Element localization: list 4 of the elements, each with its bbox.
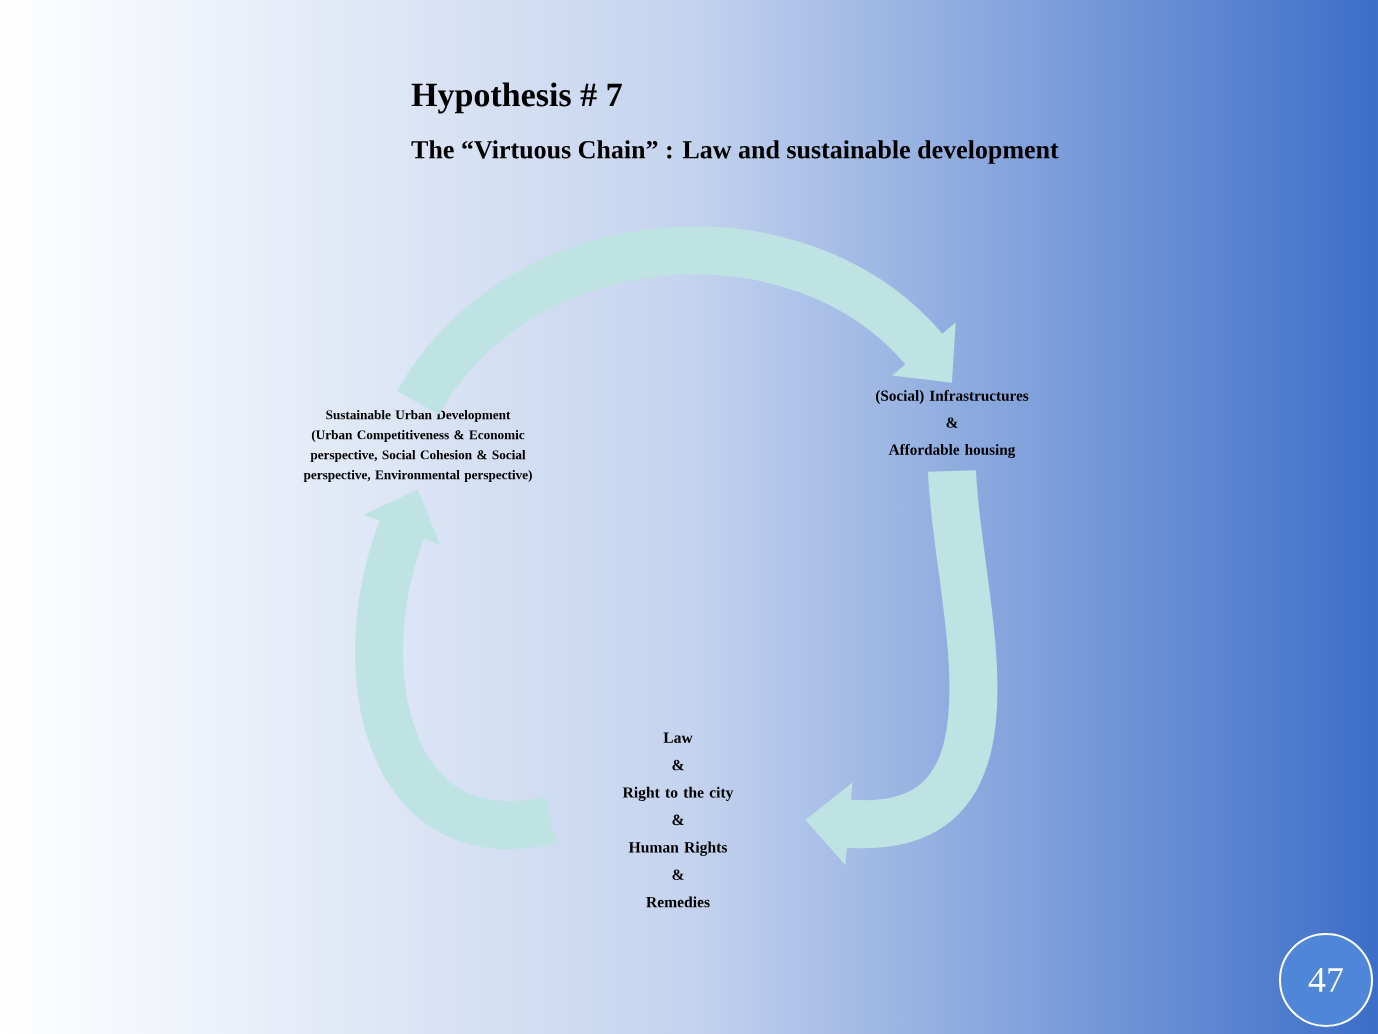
slide-title: Hypothesis # 7: [411, 82, 622, 114]
slide-subtitle: The “Virtuous Chain” : Law and sustainable development: [411, 140, 1059, 164]
page-number-ball: 47: [1279, 932, 1373, 1027]
curved-arrow: [398, 226, 956, 417]
